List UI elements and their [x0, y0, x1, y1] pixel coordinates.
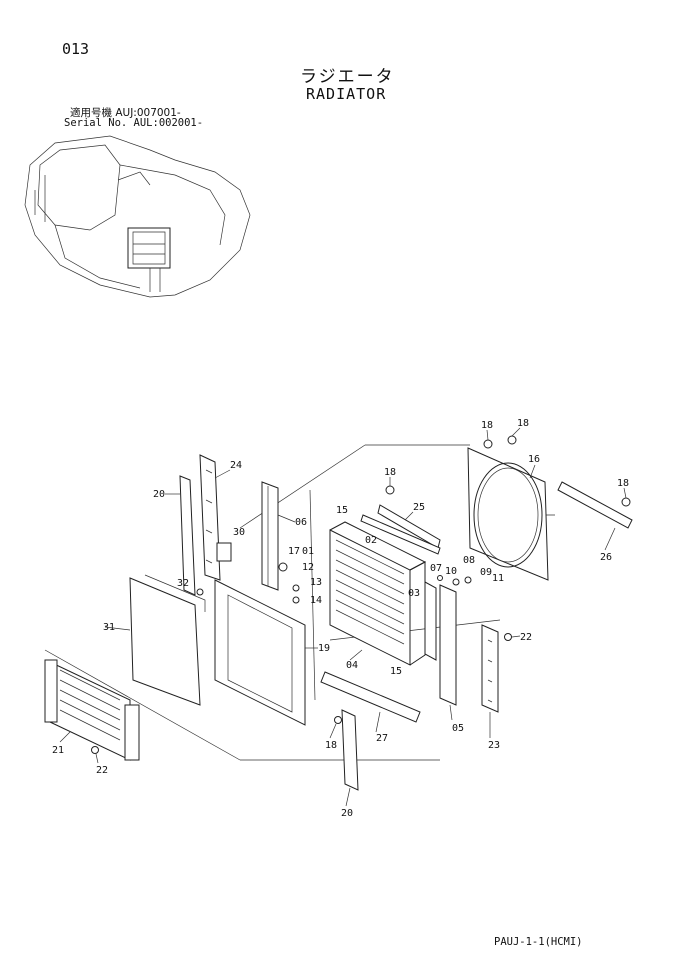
- bracket-03: [424, 581, 437, 661]
- callout-label: 03: [408, 588, 420, 599]
- title-japanese: ラジエータ: [300, 67, 395, 87]
- callout-label: 20: [153, 489, 165, 500]
- callout-label: 18: [481, 420, 493, 431]
- leader-lines: [59, 427, 627, 807]
- callout-label: 16: [528, 454, 540, 465]
- callout-label: 18: [325, 740, 337, 751]
- callout-label: 22: [96, 765, 108, 776]
- callout-label: 15: [336, 505, 348, 516]
- rail-27: [320, 671, 421, 723]
- callout-label: 09: [480, 567, 492, 578]
- callout-label: 11: [492, 573, 504, 584]
- plate-23: [481, 624, 499, 713]
- callout-label: 01: [302, 546, 314, 557]
- callout-label: 10: [445, 566, 457, 577]
- callout-label: 30: [233, 527, 245, 538]
- seal-15-upper: [360, 514, 441, 555]
- callout-label: 04: [346, 660, 358, 671]
- callout-label: 22: [520, 632, 532, 643]
- callout-label: 18: [517, 418, 529, 429]
- plate-05: [439, 584, 457, 706]
- callout-label: 21: [52, 745, 64, 756]
- seal-06: [261, 481, 279, 591]
- callout-label: 14: [310, 595, 322, 606]
- excavator-body-outline: [24, 135, 251, 298]
- callout-label: 19: [318, 643, 330, 654]
- callout-label: 23: [488, 740, 500, 751]
- callout-label: 15: [390, 666, 402, 677]
- block-30: [216, 542, 232, 562]
- callout-label: 18: [617, 478, 629, 489]
- callout-label: 02: [365, 535, 377, 546]
- callout-label: 25: [413, 502, 425, 513]
- side-plate-20-upper: [179, 475, 196, 596]
- frame-19: [214, 579, 306, 726]
- fan-shroud-16: [467, 447, 549, 581]
- screen-31: [129, 574, 206, 706]
- side-plate-24: [199, 454, 221, 581]
- assembly-guide-lines: [44, 444, 555, 761]
- serial-applicable-line: 適用号機 AUJ:007001-: [70, 107, 181, 119]
- bracket-26: [557, 481, 633, 529]
- page-number: 013: [62, 40, 90, 58]
- oil-cooler-21: [44, 659, 140, 761]
- serial-number-line: Serial No. AUL:002001-: [64, 117, 204, 129]
- footer-code: PAUJ-1-1(HCMI): [494, 936, 583, 948]
- callout-label: 13: [310, 577, 322, 588]
- callout-label: 32: [177, 578, 189, 589]
- callout-label: 24: [230, 460, 242, 471]
- callout-label: 06: [295, 517, 307, 528]
- callout-label: 05: [452, 723, 464, 734]
- callout-label: 12: [302, 562, 314, 573]
- callout-labels: 18 18 18 18 16 24 20 25 15 06 30 17 01 0…: [52, 418, 629, 819]
- side-plate-20-lower: [341, 709, 359, 791]
- callout-label: 18: [384, 467, 396, 478]
- callout-label: 08: [463, 555, 475, 566]
- title-english: RADIATOR: [306, 85, 387, 103]
- callout-label: 26: [600, 552, 612, 563]
- callout-label: 20: [341, 808, 353, 819]
- callout-label: 17: [288, 546, 300, 557]
- callout-label: 07: [430, 563, 442, 574]
- callout-label: 27: [376, 733, 388, 744]
